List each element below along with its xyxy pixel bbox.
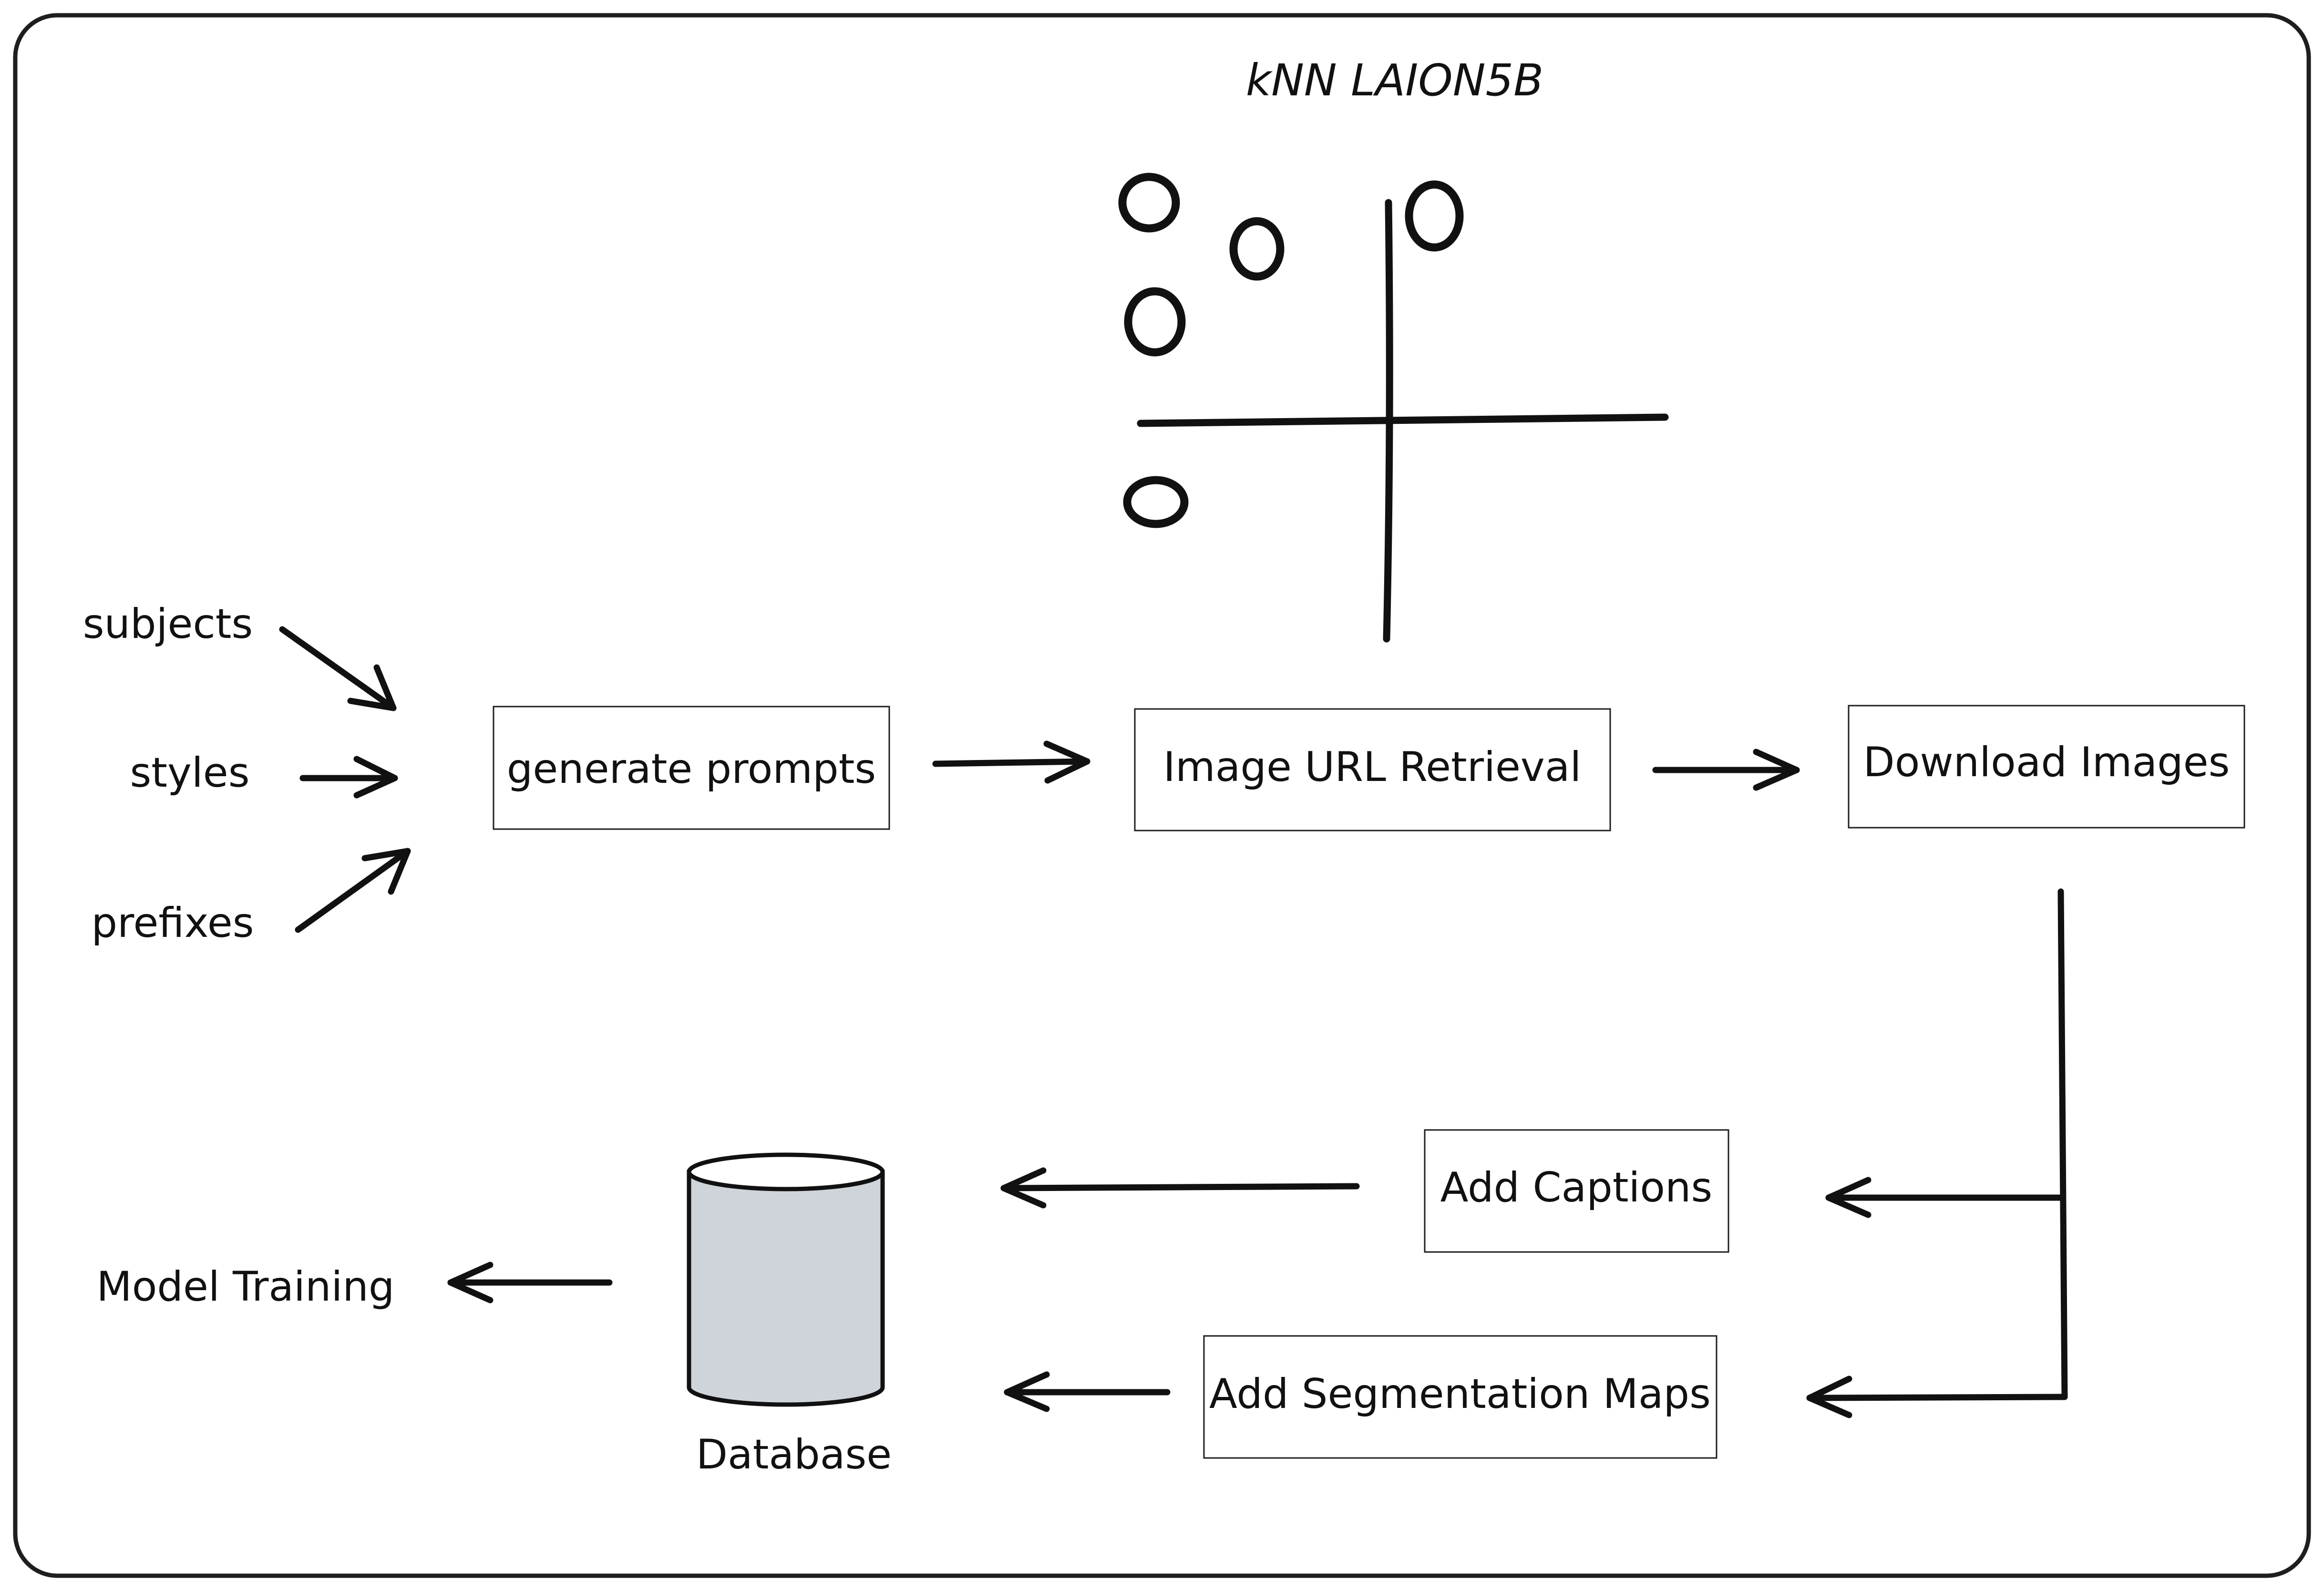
arrow-subjects-to-generate (279, 626, 397, 711)
model-training-label: Model Training (97, 1263, 395, 1311)
database-label: Database (696, 1431, 892, 1478)
arrow-prefixes-to-generate (295, 848, 411, 933)
knn-laion5b-title: kNN LAION5B (1246, 55, 1543, 106)
add-segmentation-maps-node: Add Segmentation Maps (1203, 1335, 1717, 1459)
scatter-point-2 (1229, 217, 1285, 281)
arrow-segmentation-to-database (1004, 1371, 1171, 1412)
arrow-styles-to-generate (299, 756, 398, 799)
download-images-label: Download Images (1863, 739, 2230, 786)
generate-prompts-label: generate prompts (507, 745, 876, 793)
image-url-retrieval-node: Image URL Retrieval (1134, 708, 1611, 831)
download-images-node: Download Images (1848, 705, 2245, 829)
image-url-retrieval-label: Image URL Retrieval (1163, 743, 1582, 791)
arrow-database-to-training (447, 1262, 613, 1304)
input-prefixes: prefixes (91, 899, 254, 947)
arrow-generate-to-retrieval (932, 740, 1090, 784)
database-cylinder: Database (687, 1152, 892, 1478)
arrow-retrieval-to-download (1652, 749, 1800, 791)
branch-connector-download (1806, 888, 2068, 1418)
scatter-point-5 (1123, 476, 1189, 528)
arrow-captions-to-database (1000, 1167, 1360, 1209)
generate-prompts-node: generate prompts (493, 706, 890, 830)
add-segmentation-maps-label: Add Segmentation Maps (1209, 1370, 1711, 1418)
scatter-point-4 (1124, 287, 1186, 357)
input-subjects: subjects (83, 600, 253, 648)
scatter-vertical-axis (1383, 199, 1393, 643)
scatter-point-1 (1118, 173, 1180, 233)
input-styles: styles (130, 749, 249, 797)
scatter-point-3 (1405, 180, 1464, 252)
knn-scatter-plot (1118, 173, 1669, 643)
add-captions-label: Add Captions (1440, 1164, 1713, 1211)
add-captions-node: Add Captions (1424, 1129, 1729, 1253)
scatter-horizontal-axis (1137, 413, 1669, 427)
